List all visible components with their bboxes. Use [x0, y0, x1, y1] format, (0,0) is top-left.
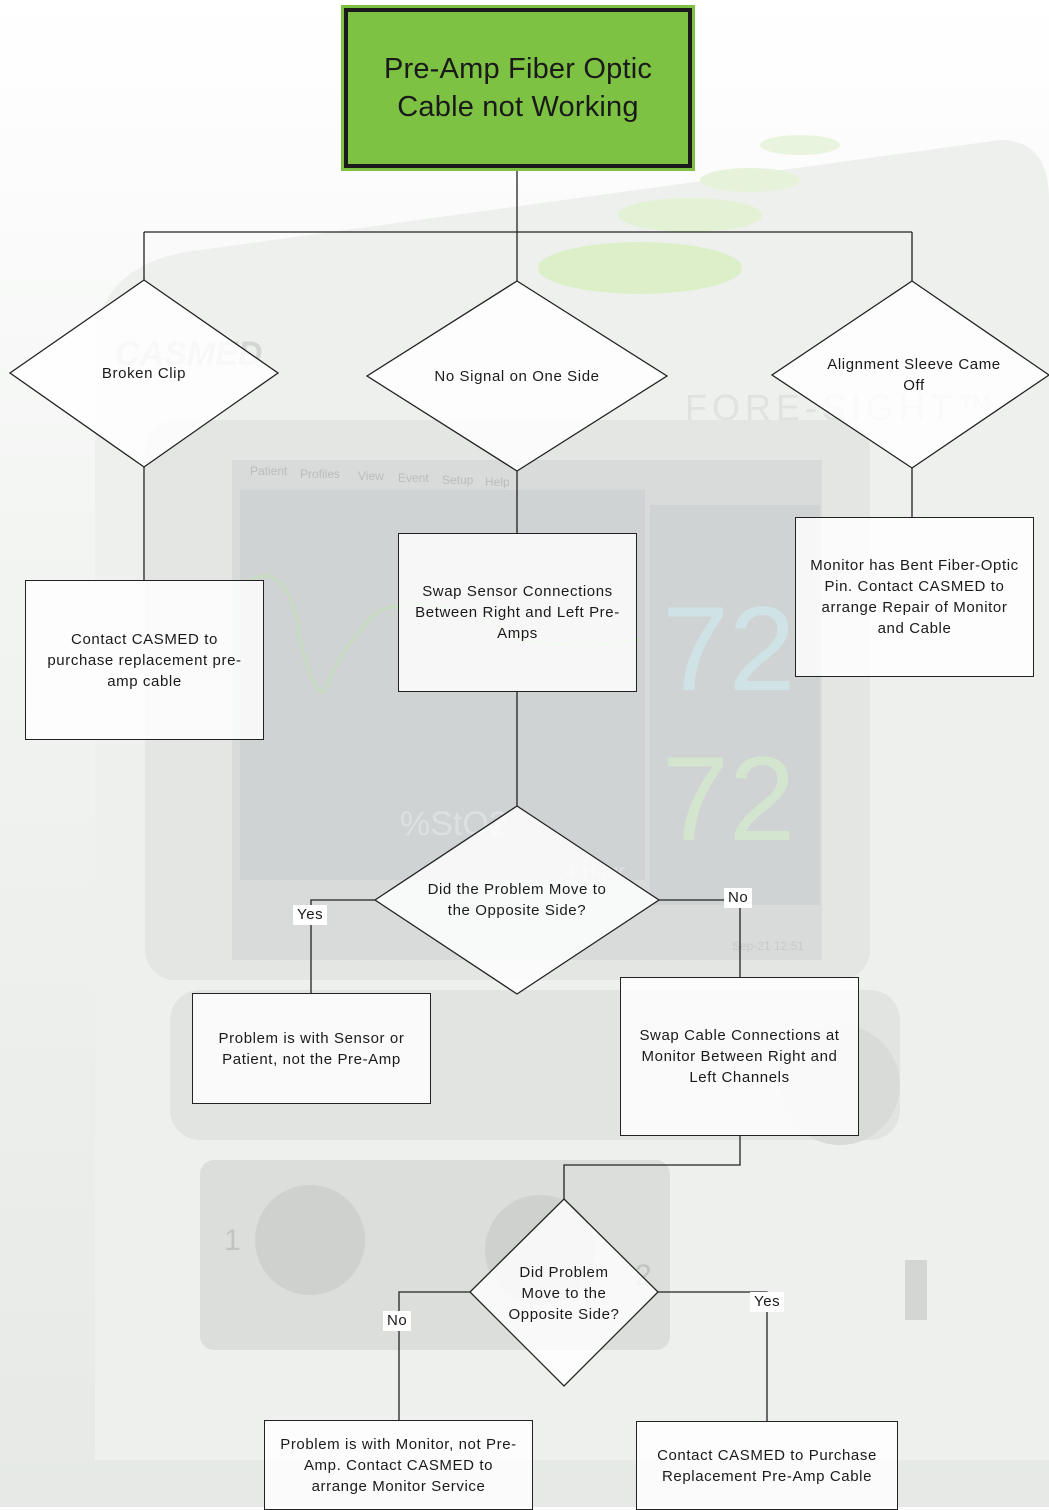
- bg-screen-menu-item: Patient: [250, 464, 288, 478]
- action-swap-sensor-text: Swap Sensor Connections Between Right an…: [415, 583, 620, 642]
- bg-screen-menu-item: Event: [398, 471, 429, 485]
- action-purchase-preamp-text: Contact CASMED to Purchase Replacement P…: [657, 1446, 877, 1485]
- decision-diamond-alignment-sleeve: [770, 280, 1049, 469]
- action-purchase-replacement-text: Contact CASMED to purchase replacement p…: [47, 630, 242, 690]
- edge-label-yes-2: Yes: [750, 1292, 785, 1312]
- action-swap-sensor: Swap Sensor Connections Between Right an…: [398, 533, 637, 692]
- action-purchase-preamp: Contact CASMED to Purchase Replacement P…: [636, 1421, 898, 1510]
- action-swap-cable: Swap Cable Connections at Monitor Betwee…: [620, 977, 859, 1136]
- bg-screen-timestamp: Sep-21 12:51: [732, 939, 804, 953]
- decision-diamond-broken-clip: [8, 279, 280, 468]
- action-swap-cable-text: Swap Cable Connections at Monitor Betwee…: [639, 1027, 840, 1086]
- action-sensor-or-patient-text: Problem is with Sensor or Patient, not t…: [218, 1029, 405, 1068]
- flowchart-title-text: Pre-Amp Fiber Optic Cable not Working: [383, 53, 653, 123]
- decision-problem-moved-1-label: Did the Problem Move to the Opposite Sid…: [427, 881, 607, 919]
- decision-alignment-sleeve-label: Alignment Sleeve Came Off: [827, 356, 1001, 394]
- bg-screen-menu-item: Setup: [442, 473, 474, 487]
- bg-screen-value-2: 72: [662, 732, 795, 866]
- flowchart-title: Pre-Amp Fiber Optic Cable not Working: [341, 5, 695, 171]
- edge-label-no-1: No: [724, 888, 753, 908]
- decision-alignment-sleeve: Alignment Sleeve Came Off: [812, 347, 1016, 403]
- decision-problem-moved-2-label: Did Problem Move to the Opposite Side?: [508, 1263, 620, 1323]
- bg-screen-menu-item: View: [358, 469, 384, 483]
- decision-no-signal-label: No Signal on One Side: [434, 367, 600, 385]
- action-bent-pin: Monitor has Bent Fiber-Optic Pin. Contac…: [795, 517, 1034, 677]
- bg-screen-menu-item: Profiles: [300, 467, 340, 481]
- decision-problem-moved-2: Did Problem Move to the Opposite Side?: [497, 1258, 631, 1328]
- decision-diamond-problem-moved-2: [469, 1198, 659, 1387]
- edge-label-yes-1: Yes: [293, 905, 328, 925]
- action-monitor-service-text: Problem is with Monitor, not Pre-Amp. Co…: [280, 1435, 517, 1495]
- edge-label-no-2: No: [383, 1311, 412, 1331]
- decision-no-signal: No Signal on One Side: [405, 348, 629, 404]
- decision-problem-moved-1: Did the Problem Move to the Opposite Sid…: [410, 872, 624, 928]
- bg-screen-value-1: 72: [662, 582, 795, 716]
- action-purchase-replacement: Contact CASMED to purchase replacement p…: [25, 580, 264, 740]
- action-sensor-or-patient: Problem is with Sensor or Patient, not t…: [192, 993, 431, 1104]
- bg-screen-menu-item: Help: [485, 475, 510, 489]
- action-monitor-service: Problem is with Monitor, not Pre-Amp. Co…: [264, 1420, 533, 1510]
- decision-diamond-problem-moved-1: [373, 805, 661, 995]
- bg-port-label-1: 1: [224, 1224, 241, 1257]
- decision-broken-clip-label: Broken Clip: [101, 364, 187, 382]
- action-bent-pin-text: Monitor has Bent Fiber-Optic Pin. Contac…: [810, 557, 1019, 637]
- decision-diamond-no-signal: [365, 280, 669, 472]
- decision-broken-clip: Broken Clip: [40, 345, 248, 401]
